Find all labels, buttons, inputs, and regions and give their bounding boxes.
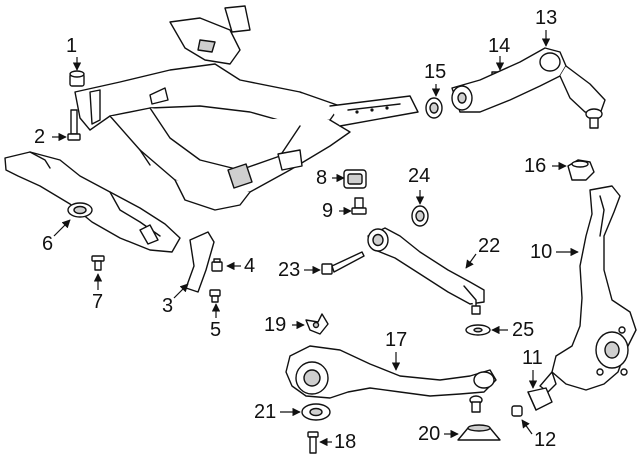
callout-25: 25 — [512, 319, 535, 341]
callout-20: 20 — [418, 423, 441, 445]
callout-24: 24 — [408, 165, 431, 187]
callout-22: 22 — [478, 235, 501, 257]
callout-15: 15 — [424, 61, 447, 83]
callout-1: 1 — [66, 35, 78, 57]
callout-12: 12 — [534, 429, 557, 451]
callout-19: 19 — [264, 314, 287, 336]
callout-21: 21 — [254, 401, 277, 423]
wingnut-19-part — [305, 313, 329, 335]
callout-17: 17 — [385, 329, 408, 351]
bushing-11-part — [527, 387, 553, 411]
callout-3: 3 — [162, 295, 174, 317]
upper-arm-13-part — [451, 47, 606, 129]
callout-23: 23 — [278, 259, 301, 281]
bushing-15-part — [425, 97, 443, 119]
callout-9: 9 — [322, 200, 334, 222]
bushing-21-part — [301, 403, 331, 421]
callout-5: 5 — [210, 319, 222, 341]
brace-6-part — [4, 151, 181, 253]
callout-2: 2 — [34, 126, 46, 148]
bolt-7-part — [91, 255, 105, 271]
bushing-1-part — [69, 70, 85, 87]
nut-16-part — [567, 159, 595, 181]
bushing-24-part — [411, 205, 429, 227]
strut-22-part — [367, 227, 485, 315]
bracket-3-part — [185, 231, 215, 293]
callout-16: 16 — [524, 155, 547, 177]
bolt-5-part — [209, 289, 221, 303]
leader-22 — [465, 253, 477, 269]
bolt-18-part — [307, 431, 319, 454]
lower-arm-17-part — [285, 345, 497, 413]
bolt-23-part — [321, 251, 365, 275]
subframe-part — [74, 5, 419, 211]
mount-20-part — [457, 424, 501, 441]
bushing-8-part — [343, 169, 367, 189]
callout-4: 4 — [244, 255, 256, 277]
leader-6 — [53, 219, 71, 237]
knuckle-10-part — [539, 185, 637, 393]
leader-lines — [52, 30, 579, 447]
callout-14: 14 — [488, 35, 511, 57]
callout-11: 11 — [522, 347, 543, 369]
callout-7: 7 — [92, 291, 104, 313]
washer-25-part — [465, 324, 491, 336]
leader-3 — [173, 283, 189, 299]
leader-12 — [521, 419, 533, 435]
bolt-4-part — [211, 258, 223, 272]
callout-18: 18 — [334, 431, 357, 453]
callout-8: 8 — [316, 167, 328, 189]
bolt-9-part — [351, 197, 367, 215]
bolt-2-part — [67, 109, 81, 141]
callout-10: 10 — [530, 241, 553, 263]
nut-12-part — [511, 405, 523, 417]
callout-6: 6 — [42, 233, 54, 255]
callout-13: 13 — [535, 7, 558, 29]
